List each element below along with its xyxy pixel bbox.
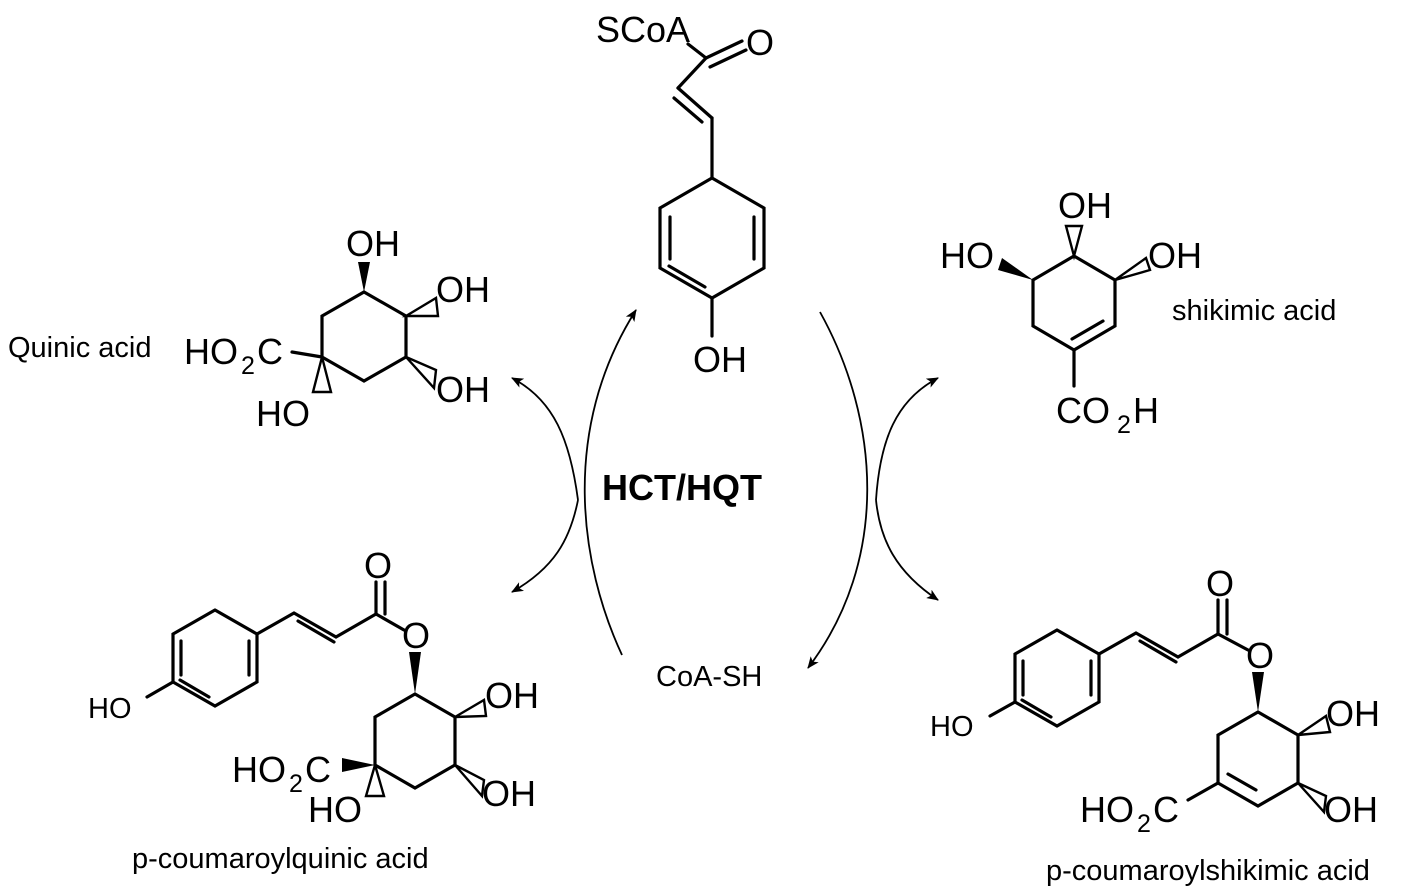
p-coumaroylquinic-acid-caption: p-coumaroylquinic acid [132,843,429,875]
molecule-p-coumaroylquinic-acid: O O HO OH OH HO 2 C HO p-coumaroylquinic… [88,545,539,875]
carboxyl-subscript: 2 [1137,810,1151,838]
hydroxyl-left-label: HO [940,235,994,276]
hashed-wedge [1297,714,1332,737]
hashed-wedge [1064,224,1084,261]
hydroxyl-right-upper-label: OH [1326,693,1380,734]
carboxyl-ho-label: HO [184,331,238,372]
carbonyl-oxygen-label: O [746,22,774,63]
hydroxyl-top-label: OH [1058,185,1112,226]
molecule-shikimic-acid: OH HO OH shikimic acid CO 2 H [940,185,1336,439]
hashed-wedge [364,760,386,798]
arrow-to-p-coumaroylshikimic-acid [875,499,939,601]
carboxyl-c-label: C [1153,789,1179,830]
arrow-to-shikimic-acid [875,377,939,501]
carboxyl-c-label: C [305,749,331,790]
carboxyl-ho-label: HO [232,749,286,790]
p-coumaroylquinic-acid-bonds [145,580,488,799]
hashed-wedge [405,355,438,391]
scoa-label: SCoA [596,9,690,50]
hashed-wedge [1114,256,1152,282]
phenol-label: HO [930,711,974,743]
arrow-to-quinic-acid [511,377,579,501]
hydroxyl-right-upper-label: OH [436,269,490,310]
bold-wedge [998,258,1033,280]
carbonyl-oxygen-label: O [1206,563,1234,604]
bold-wedge [358,262,370,292]
carboxyl-co-label: CO [1056,390,1110,431]
molecule-p-coumaroylshikimic-acid: O O HO OH OH HO 2 C p-coumaroylshikimic … [930,563,1380,887]
enzyme-label: HCT/HQT [602,467,762,508]
hydroxyl-right-label: OH [1148,235,1202,276]
hashed-wedge [1297,781,1328,815]
hydroxyl-right-lower-label: OH [436,369,490,410]
p-coumaroylshikimic-acid-caption: p-coumaroylshikimic acid [1046,855,1370,887]
hashed-wedge [454,698,488,719]
phenol-label: HO [88,693,132,725]
coa-sh-label: CoA-SH [656,661,762,693]
carboxyl-subscript: 2 [289,770,303,798]
carboxyl-c-label: C [257,331,283,372]
coumaroyl-coa-bonds [658,39,766,338]
carbonyl-oxygen-label: O [364,545,392,586]
hashed-wedge [454,763,486,799]
quinic-acid-bonds [290,262,440,394]
arrow-to-p-coumaroylquinic-acid [511,499,579,593]
bold-wedge [1252,672,1264,712]
carboxyl-h-label: H [1133,390,1159,431]
reaction-arrows [511,309,939,669]
hydroxyl-right-lower-label: OH [482,773,536,814]
carboxyl-subscript: 2 [1117,411,1131,439]
hashed-wedge [401,296,440,318]
ester-oxygen-label: O [402,615,430,656]
carboxyl-subscript: 2 [241,352,255,380]
arrow-to-coumaroyl-coa [583,309,637,656]
quinic-acid-caption: Quinic acid [8,332,151,364]
ester-oxygen-label: O [1246,635,1274,676]
bold-wedge [409,652,421,694]
hydroxyl-label: OH [693,339,747,380]
shikimic-acid-caption: shikimic acid [1172,295,1336,327]
hashed-wedge [311,356,333,394]
p-coumaroylshikimic-acid-bonds [988,598,1332,815]
hydroxyl-top-label: OH [346,223,400,264]
carboxyl-ho-label: HO [1080,789,1134,830]
hydroxyl-right-upper-label: OH [485,675,539,716]
molecule-coumaroyl-coa: SCoA O OH [596,9,774,380]
shikimic-acid-bonds [998,224,1152,388]
hydroxyl-right-lower-label: OH [1324,789,1378,830]
arrow-to-coa-sh [807,311,869,669]
molecule-quinic-acid: Quinic acid HO 2 C OH OH OH HO [8,223,490,434]
bold-wedge [342,758,375,772]
hydroxyl-bottom-label: HO [256,393,310,434]
hydroxyl-bottom-label: HO [308,789,362,830]
